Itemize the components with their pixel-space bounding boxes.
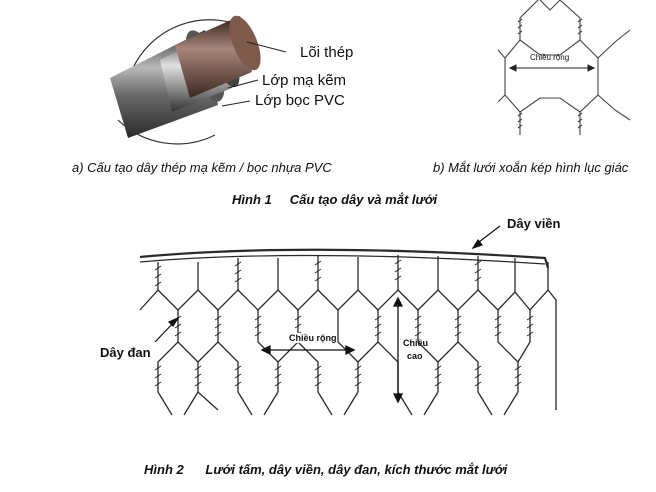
small-mesh-diagram [497, 0, 631, 135]
height-arrow [392, 296, 404, 404]
mesh-wire-leader [154, 316, 180, 343]
wire-cross-section [110, 15, 287, 145]
label-selvedge: Dây viền [507, 216, 561, 231]
mesh-panel [139, 248, 557, 416]
label-small-mesh-width: Chiều rộng [530, 53, 570, 62]
figure2-title: Hình 2 Lưới tấm, dây viền, dây đan, kích… [144, 462, 508, 477]
figure1-title: Hình 1 Cấu tạo dây và mắt lưới [232, 192, 438, 207]
caption-b: b) Mắt lưới xoắn kép hình lục giác [433, 160, 629, 175]
width-arrow [260, 344, 356, 356]
label-height-2: cao [407, 351, 423, 361]
small-mesh-width-arrow [508, 64, 596, 72]
label-mesh-wire: Dây đan [100, 345, 151, 360]
caption-a: a) Cấu tạo dây thép mạ kẽm / bọc nhựa PV… [72, 160, 332, 175]
label-zinc: Lớp mạ kẽm [262, 72, 347, 89]
label-width: Chiều rộng [289, 333, 337, 343]
label-core: Lõi thép [300, 44, 354, 61]
selvedge-leader [471, 225, 501, 250]
selvedge-wire [139, 248, 550, 269]
label-height-1: Chiều [403, 338, 429, 348]
label-pvc: Lớp bọc PVC [255, 92, 345, 109]
